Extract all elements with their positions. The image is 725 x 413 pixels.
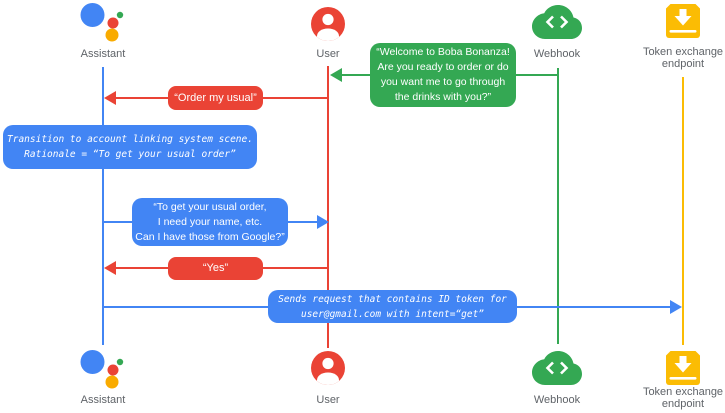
welcome-message-bubble: “Welcome to Boba Bonanza! Are you ready … xyxy=(370,43,516,107)
send-request-arrowhead-icon xyxy=(670,300,682,314)
yes-arrowhead-icon xyxy=(104,261,116,275)
yes-bubble: “Yes” xyxy=(168,257,263,280)
assistant-lifeline xyxy=(102,67,104,345)
assistant-label-bottom: Assistant xyxy=(80,394,126,406)
webhook-label-bottom: Webhook xyxy=(533,394,581,406)
transition-note-bubble: Transition to account linking system sce… xyxy=(3,125,257,169)
webhook-label-top: Webhook xyxy=(533,48,581,60)
assistant-label-top: Assistant xyxy=(80,48,126,60)
send-request-bubble: Sends request that contains ID token for… xyxy=(268,290,517,323)
welcome-arrowhead-icon xyxy=(330,68,342,82)
ask-arrowhead-icon xyxy=(317,215,329,229)
webhook-cloud-code-icon xyxy=(532,5,582,39)
token-endpoint-label-top: Token exchange endpoint xyxy=(642,46,724,70)
order-arrowhead-icon xyxy=(104,91,116,105)
token-endpoint-icon xyxy=(666,4,700,38)
google-assistant-icon xyxy=(80,350,124,389)
user-icon xyxy=(311,351,345,385)
token-endpoint-lifeline xyxy=(682,77,684,345)
user-label-bottom: User xyxy=(316,394,340,406)
token-endpoint-label-bottom: Token exchange endpoint xyxy=(642,386,724,410)
webhook-lifeline xyxy=(557,68,559,344)
order-my-usual-bubble: “Order my usual” xyxy=(168,86,263,110)
user-icon xyxy=(311,7,345,41)
webhook-cloud-code-icon xyxy=(532,351,582,385)
google-assistant-icon xyxy=(80,3,124,42)
ask-for-info-bubble: “To get your usual order, I need your na… xyxy=(132,198,288,246)
user-label-top: User xyxy=(316,48,340,60)
token-endpoint-icon xyxy=(666,351,700,385)
user-lifeline xyxy=(327,66,329,348)
